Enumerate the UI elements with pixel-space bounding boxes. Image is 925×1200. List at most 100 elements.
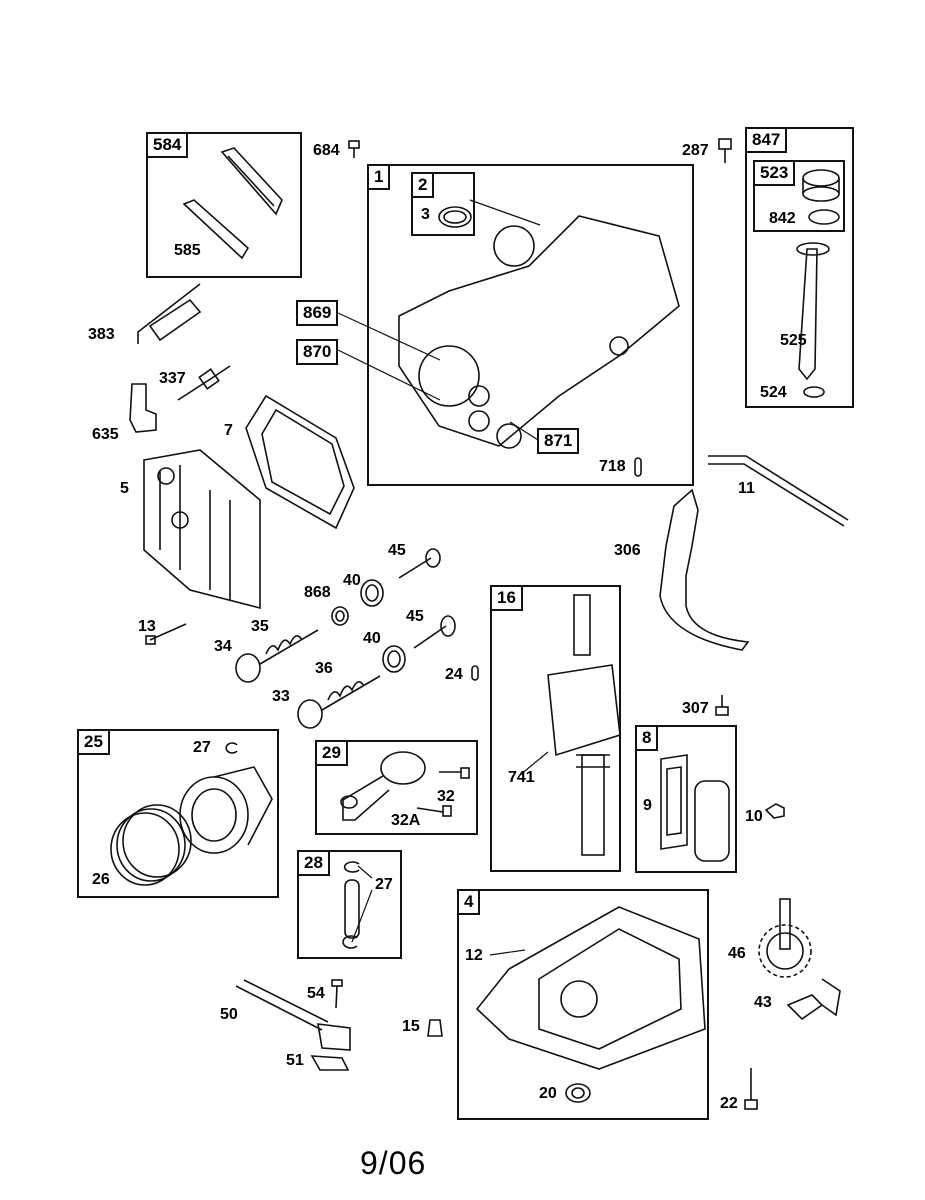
group-tag-29: 29	[317, 742, 348, 766]
retaining-ring-27-upper-part[interactable]	[341, 860, 363, 874]
piston-pin-28-part[interactable]	[343, 878, 363, 942]
valve-retainer-40-upper-part[interactable]	[358, 578, 386, 608]
part-label-40a: 40	[343, 572, 361, 589]
part-label-40b: 40	[363, 630, 381, 647]
part-label-50: 50	[220, 1006, 238, 1023]
part-label-307: 307	[682, 700, 709, 717]
part-label-46: 46	[728, 945, 746, 962]
group-tag-1: 1	[369, 166, 391, 190]
crankcase-cylinder-part[interactable]	[379, 196, 689, 456]
group-8-box: 8 9	[635, 725, 737, 873]
part-label-684: 684	[313, 142, 340, 159]
retaining-ring-27-lower-part[interactable]	[339, 934, 361, 950]
group-tag-25: 25	[79, 731, 110, 755]
part-label-7: 7	[224, 422, 233, 439]
part-label-27b: 27	[375, 876, 393, 893]
oil-seal-20-part[interactable]	[563, 1081, 593, 1105]
revision-date: 9/06	[360, 1145, 427, 1181]
part-label-868: 868	[304, 584, 331, 601]
group-29-box: 29 32 32A	[315, 740, 478, 835]
part-label-383: 383	[88, 326, 115, 343]
group-28-box: 28 27	[297, 850, 402, 959]
valve-retainer-40-lower-part[interactable]	[380, 644, 408, 674]
dowel-pin-718-part[interactable]	[633, 456, 643, 480]
dipstick-cap-523-part[interactable]	[799, 168, 843, 204]
crankshaft-16-part[interactable]	[532, 594, 622, 865]
part-label-306: 306	[614, 542, 641, 559]
part-label-54: 54	[307, 985, 325, 1002]
part-label-287: 287	[682, 142, 709, 159]
screw-54-part[interactable]	[330, 978, 344, 1012]
gasket-51-part[interactable]	[306, 1048, 352, 1076]
part-label-33: 33	[272, 688, 290, 705]
group-847-box: 847 525 524	[745, 127, 854, 408]
oil-seal-3-part[interactable]	[437, 204, 473, 230]
dowel-pin-24-part[interactable]	[470, 664, 480, 684]
plug-15-part[interactable]	[426, 1016, 444, 1040]
part-tag-870[interactable]: 870	[296, 339, 339, 365]
valve-cover-gasket-part[interactable]	[216, 144, 286, 224]
spark-plug-337-part[interactable]	[172, 362, 234, 408]
part-label-718: 718	[599, 458, 626, 475]
part-label-525: 525	[780, 332, 807, 349]
screw-287-part[interactable]	[717, 138, 733, 164]
part-label-34: 34	[214, 638, 232, 655]
part-label-27a: 27	[193, 739, 211, 756]
part-tag-869[interactable]: 869	[296, 300, 339, 326]
part-label-35: 35	[251, 618, 269, 635]
part-label-43: 43	[754, 994, 772, 1011]
part-tag-871[interactable]: 871	[537, 428, 580, 454]
part-label-635: 635	[92, 426, 119, 443]
air-guide-306-part[interactable]	[648, 486, 750, 651]
part-label-26: 26	[92, 871, 110, 888]
exhaust-valve-34-part[interactable]	[232, 624, 324, 684]
screw-684-part[interactable]	[347, 140, 361, 160]
cylinder-head-5-part[interactable]	[130, 440, 266, 610]
breather-tube-11-part[interactable]	[704, 450, 854, 527]
part-label-524: 524	[760, 384, 787, 401]
part-label-5: 5	[120, 480, 129, 497]
o-ring-842-part[interactable]	[807, 208, 841, 226]
part-label-3: 3	[421, 206, 430, 223]
tappet-45-upper-part[interactable]	[395, 548, 445, 588]
part-label-24: 24	[445, 666, 463, 683]
bolt-32A-part[interactable]	[415, 802, 455, 820]
spark-plug-wrench-383-part[interactable]	[120, 280, 210, 350]
group-16-box: 16 741	[490, 585, 621, 872]
spark-plug-boot-635-part[interactable]	[124, 380, 160, 436]
part-label-842: 842	[769, 210, 796, 227]
connecting-rod-29-part[interactable]	[329, 746, 429, 826]
bolt-32-part[interactable]	[437, 766, 471, 780]
breather-gasket-part[interactable]	[180, 196, 260, 266]
breather-gasket-9-part[interactable]	[655, 753, 693, 850]
o-ring-524-part[interactable]	[802, 385, 826, 399]
part-label-585: 585	[174, 242, 201, 259]
screw-10-part[interactable]	[764, 800, 786, 820]
group-1-box: 1 871 718	[367, 164, 694, 486]
intake-valve-33-part[interactable]	[294, 670, 386, 730]
part-label-13: 13	[138, 618, 156, 635]
group-2-box: 2 3	[411, 172, 475, 236]
part-label-51: 51	[286, 1052, 304, 1069]
part-label-22: 22	[720, 1095, 738, 1112]
tappet-45-lower-part[interactable]	[410, 612, 460, 656]
group-tag-523: 523	[755, 162, 796, 186]
part-label-20: 20	[539, 1085, 557, 1102]
piston-rings-26-part[interactable]	[105, 803, 195, 889]
breather-assembly-part[interactable]	[691, 777, 735, 867]
retaining-ring-27-part[interactable]	[223, 741, 241, 755]
head-gasket-7-part[interactable]	[236, 388, 360, 536]
bolt-22-part[interactable]	[743, 1066, 759, 1112]
oil-slinger-43-part[interactable]	[782, 975, 844, 1025]
governor-gear-46-part[interactable]	[752, 895, 818, 981]
group-523-box: 523 842	[753, 160, 845, 232]
screw-307-part[interactable]	[714, 693, 730, 717]
dipstick-tube-525-part[interactable]	[787, 239, 847, 389]
bolt-13-part[interactable]	[144, 620, 190, 646]
crankcase-cover-4-part[interactable]	[469, 899, 706, 1089]
part-label-36: 36	[315, 660, 333, 677]
part-label-32A: 32A	[391, 812, 421, 829]
part-label-15: 15	[402, 1018, 420, 1035]
oil-fill-tube-50-part[interactable]	[232, 978, 362, 1052]
valve-seal-868-part[interactable]	[328, 604, 352, 628]
